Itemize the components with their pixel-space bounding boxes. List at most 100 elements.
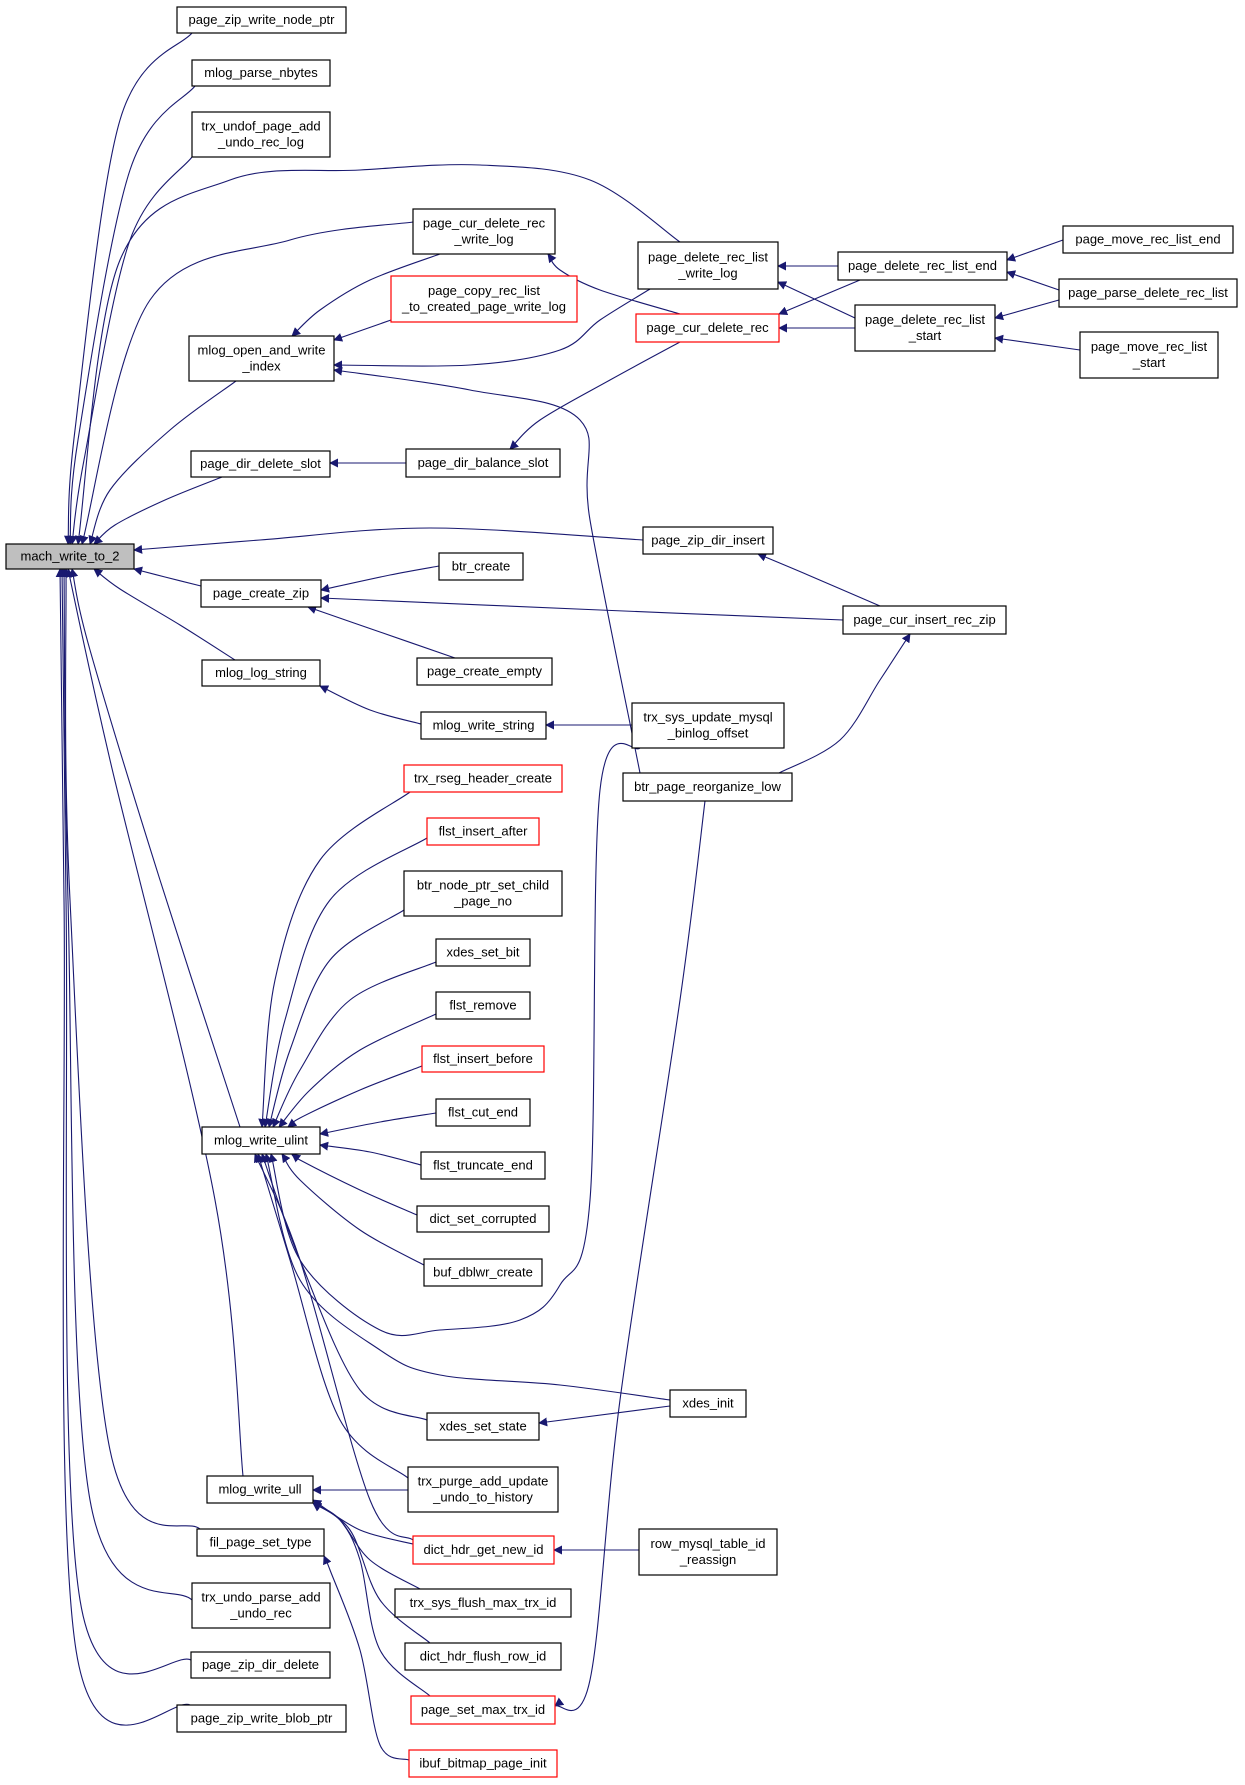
node-box [196, 1528, 325, 1557]
node-dict-set-corrupted[interactable]: dict_set_corrupted [416, 1205, 550, 1233]
node-page-delete-rec-list-write-log[interactable]: page_delete_rec_list_write_log [637, 241, 779, 290]
node-label: page_set_max_trx_id [421, 1702, 545, 1717]
node-btr-page-reorganize-low[interactable]: btr_page_reorganize_low [622, 772, 793, 802]
node-label: btr_node_ptr_set_child [417, 878, 549, 893]
node-mlog-open-and-write-index[interactable]: mlog_open_and_write_index [188, 335, 335, 382]
node-box [191, 1582, 331, 1629]
node-page-delete-rec-list-end[interactable]: page_delete_rec_list_end [837, 251, 1008, 281]
node-xdes-set-bit[interactable]: xdes_set_bit [435, 938, 531, 967]
node-page-create-zip[interactable]: page_create_zip [200, 579, 322, 608]
node-page-zip-dir-delete[interactable]: page_zip_dir_delete [190, 1651, 331, 1679]
edge-xdes-init-to-xdes-set-state [538, 1405, 671, 1427]
node-box [638, 1528, 778, 1576]
edge-btr-create-to-page-create-zip [320, 565, 440, 593]
node-page-delete-rec-list-start[interactable]: page_delete_rec_list_start [854, 304, 996, 352]
node-label: mach_write_to_2 [21, 549, 120, 564]
node-ibuf-bitmap-page-init[interactable]: ibuf_bitmap_page_init [408, 1749, 558, 1778]
node-page-zip-write-node-ptr[interactable]: page_zip_write_node_ptr [176, 6, 347, 34]
node-page-dir-delete-slot[interactable]: page_dir_delete_slot [190, 450, 331, 478]
node-box [426, 1412, 540, 1441]
edge-fil-page-set-type-to-mach-write-to-2 [61, 568, 201, 1530]
node-buf-dblwr-create[interactable]: buf_dblwr_create [423, 1258, 543, 1287]
node-box [420, 711, 547, 740]
node-mlog-write-ulint[interactable]: mlog_write_ulint [201, 1126, 321, 1155]
node-label: _undo_to_history [432, 1490, 533, 1505]
node-flst-cut-end[interactable]: flst_cut_end [435, 1098, 531, 1127]
edge-mlog-write-ull-to-mach-write-to-2 [65, 568, 244, 1477]
node-trx-undof-page-add-undo-rec-log[interactable]: trx_undof_page_add_undo_rec_log [191, 111, 331, 158]
node-btr-node-ptr-set-child-page-no[interactable]: btr_node_ptr_set_child_page_no [403, 870, 563, 917]
edge-page-cur-delete-rec-to-page-cur-delete-rec-write-log [547, 253, 681, 315]
node-label: page_dir_balance_slot [418, 455, 549, 470]
edge-page-dir-delete-slot-to-mach-write-to-2 [93, 476, 223, 545]
node-box [438, 552, 524, 581]
node-flst-truncate-end[interactable]: flst_truncate_end [420, 1151, 546, 1180]
edges-layer [55, 32, 1081, 1761]
node-box [669, 1389, 747, 1418]
node-box [435, 991, 531, 1020]
node-xdes-set-state[interactable]: xdes_set_state [426, 1412, 540, 1441]
node-page-cur-insert-rec-zip[interactable]: page_cur_insert_rec_zip [842, 605, 1007, 635]
node-mlog-log-string[interactable]: mlog_log_string [201, 659, 321, 687]
node-box [622, 772, 793, 802]
node-label: mlog_log_string [215, 665, 307, 680]
edge-mlog-open-and-write-index-to-mach-write-to-2 [88, 380, 237, 545]
node-trx-sys-update-mysql-binlog-offset[interactable]: trx_sys_update_mysql_binlog_offset [631, 702, 785, 749]
node-page-set-max-trx-id[interactable]: page_set_max_trx_id [410, 1695, 556, 1725]
node-trx-rseg-header-create[interactable]: trx_rseg_header_create [403, 764, 563, 793]
edge-page-delete-rec-list-start-to-page-delete-rec-list-write-log [777, 281, 856, 319]
node-trx-sys-flush-max-trx-id[interactable]: trx_sys_flush_max_trx_id [394, 1588, 572, 1618]
node-box [435, 1098, 531, 1127]
node-page-parse-delete-rec-list[interactable]: page_parse_delete_rec_list [1058, 278, 1238, 308]
node-flst-remove[interactable]: flst_remove [435, 991, 531, 1020]
node-btr-create[interactable]: btr_create [438, 552, 524, 581]
node-label: _to_created_page_write_log [401, 299, 566, 314]
node-mlog-parse-nbytes[interactable]: mlog_parse_nbytes [191, 59, 331, 87]
node-mlog-write-ull[interactable]: mlog_write_ull [206, 1475, 314, 1504]
node-page-move-rec-list-end[interactable]: page_move_rec_list_end [1062, 225, 1234, 254]
node-label: _index [241, 359, 281, 374]
node-box [1079, 331, 1219, 379]
node-row-mysql-table-id-reassign[interactable]: row_mysql_table_id_reassign [638, 1528, 778, 1576]
node-label: fil_page_set_type [210, 1535, 312, 1550]
node-box [403, 870, 563, 917]
node-label: flst_cut_end [448, 1105, 518, 1120]
node-mlog-write-string[interactable]: mlog_write_string [420, 711, 547, 740]
node-trx-undo-parse-add-undo-rec[interactable]: trx_undo_parse_add_undo_rec [191, 1582, 331, 1629]
node-label: trx_purge_add_update [418, 1474, 549, 1489]
node-label: mlog_write_ull [218, 1482, 301, 1497]
edge-page-create-zip-to-mach-write-to-2 [133, 566, 202, 587]
node-dict-hdr-get-new-id[interactable]: dict_hdr_get_new_id [412, 1535, 555, 1565]
node-label: page_zip_write_node_ptr [189, 12, 336, 27]
node-page-copy-rec-list-to-created-page-write-log[interactable]: page_copy_rec_list_to_created_page_write… [390, 275, 578, 323]
node-label: page_move_rec_list [1091, 339, 1208, 354]
node-page-zip-dir-insert[interactable]: page_zip_dir_insert [642, 526, 774, 555]
node-label: page_cur_delete_rec [423, 216, 546, 231]
node-page-cur-delete-rec[interactable]: page_cur_delete_rec [635, 313, 780, 343]
node-label: xdes_init [682, 1396, 734, 1411]
edge-page-zip-dir-insert-to-mach-write-to-2 [133, 527, 644, 554]
node-page-zip-write-blob-ptr[interactable]: page_zip_write_blob_ptr [176, 1704, 347, 1733]
edge-trx-sys-flush-max-trx-id-to-mlog-write-ull [312, 1502, 421, 1590]
node-fil-page-set-type[interactable]: fil_page_set_type [196, 1528, 325, 1557]
node-dict-hdr-flush-row-id[interactable]: dict_hdr_flush_row_id [404, 1642, 562, 1671]
node-box [420, 1151, 546, 1180]
node-page-dir-balance-slot[interactable]: page_dir_balance_slot [405, 448, 561, 478]
node-box [394, 1588, 572, 1618]
node-page-move-rec-list-start[interactable]: page_move_rec_list_start [1079, 331, 1219, 379]
node-box [403, 764, 563, 793]
edge-page-move-rec-list-end-to-page-delete-rec-list-end [1006, 239, 1064, 262]
node-xdes-init[interactable]: xdes_init [669, 1389, 747, 1418]
node-label: page_move_rec_list_end [1075, 232, 1220, 247]
node-flst-insert-after[interactable]: flst_insert_after [426, 817, 540, 846]
edge-mlog-write-ulint-to-mach-write-to-2 [69, 568, 241, 1128]
node-flst-insert-before[interactable]: flst_insert_before [421, 1045, 545, 1073]
node-trx-purge-add-update-undo-to-history[interactable]: trx_purge_add_update_undo_to_history [407, 1466, 559, 1513]
node-box [201, 659, 321, 687]
node-box [190, 450, 331, 478]
node-box [410, 1695, 556, 1725]
node-page-create-empty[interactable]: page_create_empty [416, 657, 553, 686]
node-mach-write-to-2[interactable]: mach_write_to_2 [5, 543, 135, 570]
node-page-cur-delete-rec-write-log[interactable]: page_cur_delete_rec_write_log [412, 208, 556, 255]
